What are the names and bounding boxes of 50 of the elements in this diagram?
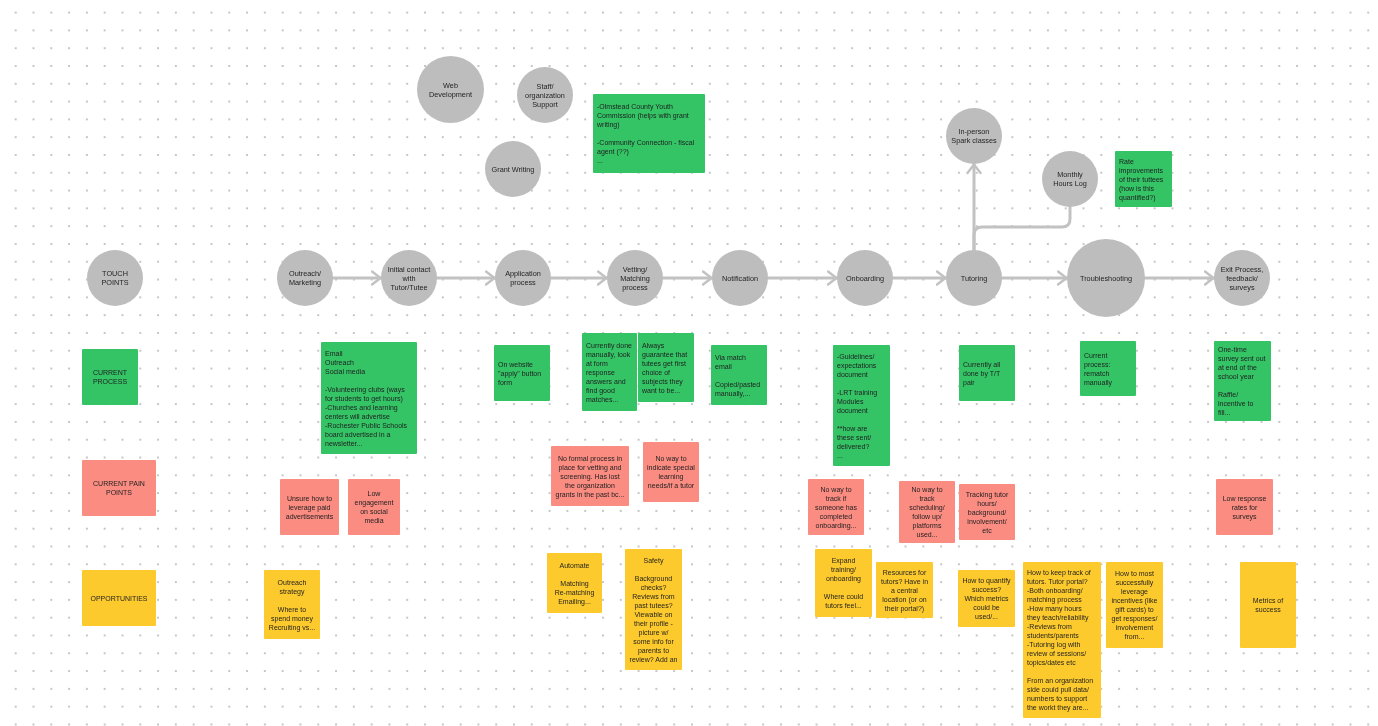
sticky-note <box>959 345 1015 401</box>
sticky-note <box>808 479 864 535</box>
sticky-note <box>958 570 1015 627</box>
process-circle <box>1042 151 1098 207</box>
arrow <box>331 270 383 286</box>
sticky-note <box>1115 151 1172 207</box>
sticky-note <box>321 342 417 454</box>
arrow <box>549 270 609 286</box>
sticky-note <box>1214 341 1271 421</box>
sticky-note <box>82 460 156 516</box>
process-circle <box>485 141 541 197</box>
sticky-note <box>547 553 602 613</box>
arrow <box>766 270 839 286</box>
sticky-note <box>833 345 890 466</box>
sticky-note <box>1240 562 1296 648</box>
process-circle <box>607 250 663 306</box>
sticky-note <box>815 549 872 617</box>
sticky-note <box>1080 341 1136 396</box>
arrow <box>661 270 714 286</box>
sticky-note <box>899 481 955 543</box>
process-circle <box>946 108 1002 164</box>
process-circle <box>277 250 333 306</box>
sticky-note <box>1106 562 1163 648</box>
process-circle <box>517 67 573 123</box>
process-circle <box>1214 250 1270 306</box>
sticky-note <box>264 570 320 639</box>
sticky-note <box>643 442 699 502</box>
sticky-note <box>711 345 767 405</box>
process-circle <box>837 250 893 306</box>
process-circle <box>495 250 551 306</box>
sticky-note <box>638 333 694 402</box>
sticky-note <box>494 345 550 401</box>
sticky-note <box>551 446 629 506</box>
sticky-note <box>82 349 138 405</box>
sticky-note <box>82 570 156 626</box>
sticky-note <box>348 479 400 535</box>
process-circle <box>712 250 768 306</box>
arrow <box>891 270 948 286</box>
process-circle <box>946 250 1002 306</box>
arrow <box>1143 270 1216 286</box>
sticky-note <box>280 479 339 535</box>
arrow <box>435 270 497 286</box>
sticky-note <box>625 549 682 670</box>
sticky-note <box>582 333 637 411</box>
sticky-note <box>593 94 705 173</box>
sticky-note <box>1023 562 1101 718</box>
process-circle <box>381 250 437 306</box>
sticky-note <box>1216 479 1273 535</box>
process-circle <box>87 250 143 306</box>
arrow <box>1000 270 1069 286</box>
